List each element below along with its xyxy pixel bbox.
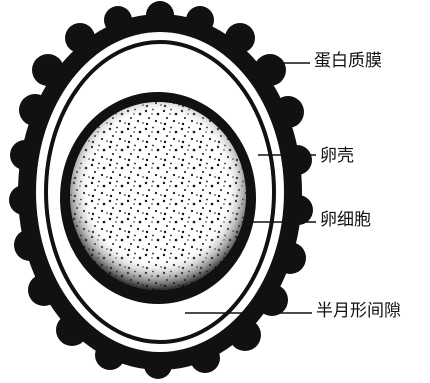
label-crescent-space: 半月形间隙	[316, 303, 401, 320]
label-egg-shell: 卵壳	[320, 148, 354, 165]
label-egg-cell: 卵细胞	[320, 212, 371, 229]
label-albumin-membrane: 蛋白质膜	[314, 53, 382, 70]
egg-cell-shape	[60, 92, 256, 304]
